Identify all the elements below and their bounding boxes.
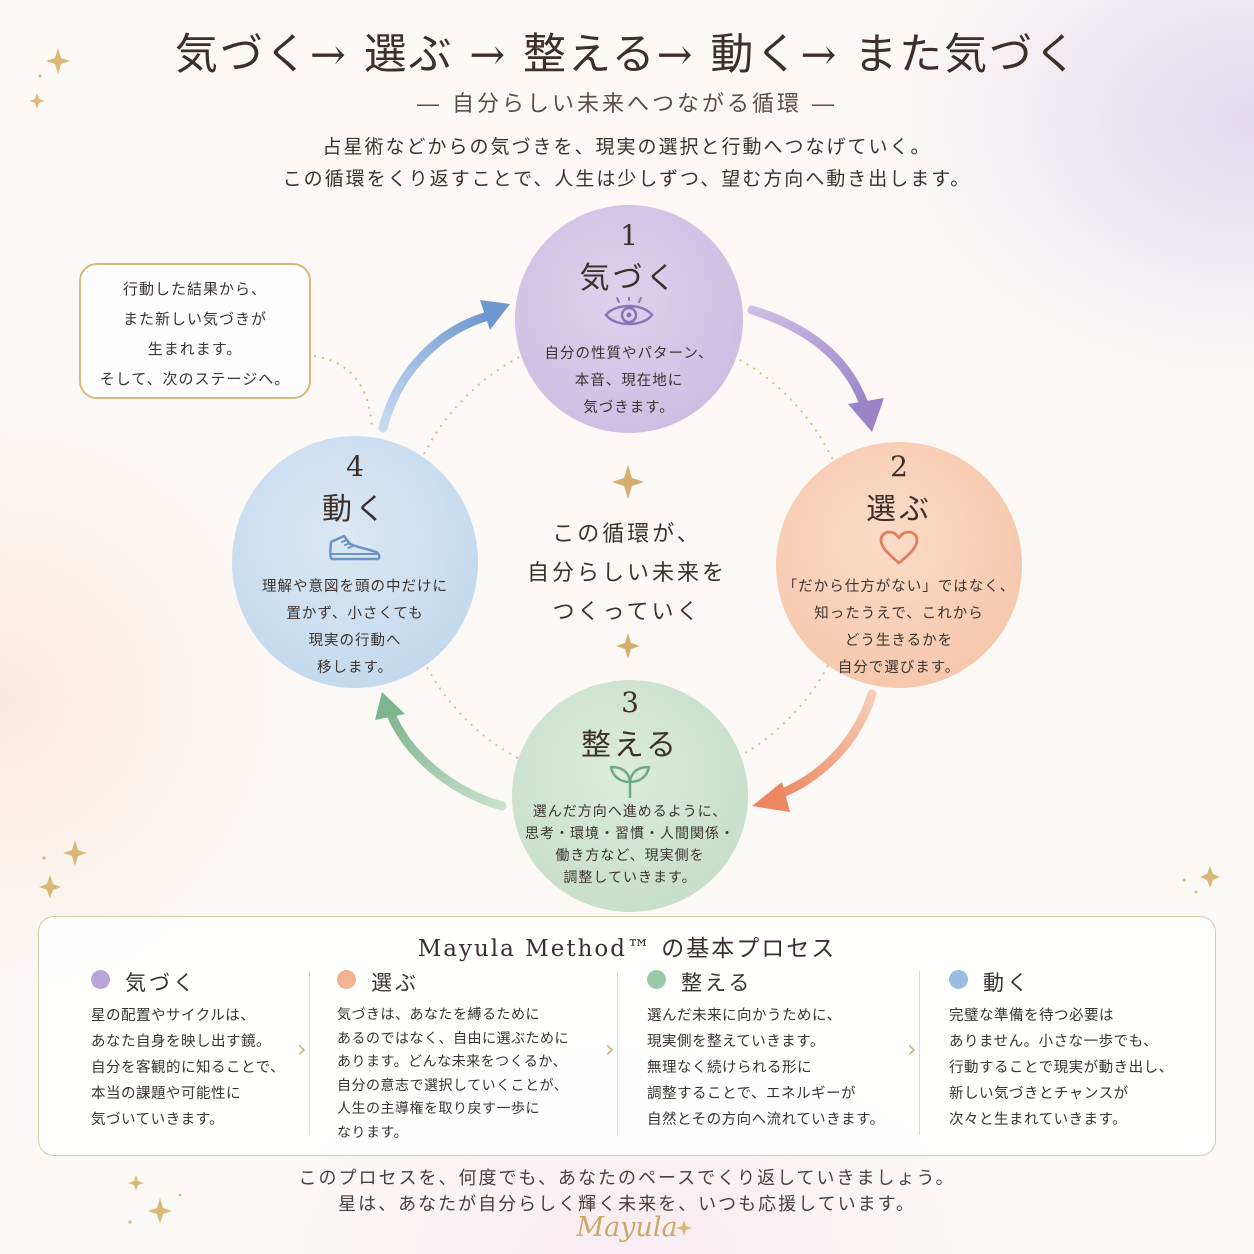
intro-line-2: この循環をくり返すことで、人生は少しずつ、望む方向へ動き出します。 [282,168,972,190]
page-subtitle: ― 自分らしい未来へつながる循環 ― [417,92,837,117]
text-line: 調整することで、エネルギーが [647,1086,856,1102]
text-line: ありません。小さな一歩でも、 [949,1034,1159,1050]
desc-line: 移します。 [316,660,394,676]
note-line: また新しい気づきが [122,311,267,328]
footer-line-2: 星は、あなたが自分らしく輝く未来を、いつも応援しています。 [338,1194,916,1215]
intro-line-1: 占星術などからの気づきを、現実の選択と行動へつなげていく。 [322,136,932,158]
eye-icon [603,295,655,335]
step-number: 2 [890,450,908,483]
text-line: 完璧な準備を待つ必要は [949,1008,1114,1024]
text-line: 次々と生まれていきます。 [949,1112,1128,1128]
arrow-4-to-1 [378,300,510,433]
step-number: 3 [621,686,639,719]
text-line: あるのではなく、自由に選ぶために [337,1029,569,1046]
text-line: 行動することで現実が動き出し、 [949,1060,1174,1076]
desc-line: 知ったうえで、これから [814,606,984,622]
text-line: なります。 [337,1123,409,1140]
text-line: 気づきは、あなたを縛るために [337,1006,540,1022]
method-process-box: Mayula Method™ の基本プロセス 気づく 星の配置やサイクルは、 あ… [38,916,1216,1156]
process-text: 星の配置やサイクルは、 あなた自身を映し出す鏡。 自分を客観的に知ることで、 本… [91,1003,285,1133]
process-text: 気づきは、あなたを縛るために あるのではなく、自由に選ぶために あります。どんな… [337,1003,569,1144]
step-title: 気づく [579,261,679,296]
center-message-line: 自分らしい未来を [526,561,727,586]
dot-icon [91,970,110,989]
step-title: 整える [580,728,680,763]
desc-line: 選んだ方向へ進めるように、 [532,803,728,819]
chevron-right-icon: › [297,1035,307,1063]
desc-line: 本音、現在地に [574,373,684,389]
feedback-note-box: 行動した結果から、 また新しい気づきが 生まれます。 そして、次のステージへ。 [79,263,311,399]
step-circle-choose: 2 選ぶ 「だから仕方がない」ではなく、 知ったうえで、これから どう生きるかを… [776,442,1022,688]
center-message-line: この循環が、 [552,522,702,547]
process-text: 選んだ未来に向かうために、 現実側を整えていきます。 無理なく続けられる形に 調… [647,1003,885,1133]
step-title: 動く [322,492,388,527]
process-text: 完璧な準備を待つ必要は ありません。小さな一歩でも、 行動することで現実が動き出… [949,1003,1174,1133]
corner-sparkles [29,48,1220,1236]
arrow-2-to-3 [752,689,877,812]
desc-line: 調整していきます。 [563,869,697,885]
heart-icon [879,530,919,570]
sneaker-icon [328,532,382,568]
desc-line: 理解や意図を頭の中だけに [262,579,448,595]
step-circle-adjust: 3 整える 選んだ方向へ進めるように、 思考・環境・習慣・人間関係・ 働き方など… [512,680,748,912]
step-description: 選んだ方向へ進めるように、 思考・環境・習慣・人間関係・ 働き方など、現実側を … [512,800,748,888]
text-line: 気づいていきます。 [91,1112,225,1128]
text-line: 本当の課題や可能性に [91,1086,241,1102]
text-line: あります。どんな未来をつくるか、 [337,1053,568,1069]
step-circle-notice: 1 気づく 自分の性質やパターン、 本音、現在地に 気づきます。 [515,205,743,433]
text-line: 無理なく続けられる形に [647,1060,812,1076]
text-line: 現実側を整えていきます。 [647,1034,825,1050]
center-message-line: つくっていく [552,600,702,625]
process-title: Mayula Method™ の基本プロセス [417,936,837,962]
desc-line: 現実の行動へ [308,633,402,649]
step-number: 4 [346,450,364,483]
text-line: 星の配置やサイクルは、 [91,1008,256,1024]
footer-line-1: このプロセスを、何度でも、あなたのペースでくり返していきましょう。 [298,1168,956,1189]
desc-line: 置かず、小さくても [286,606,424,622]
step-description: 「だから仕方がない」ではなく、 知ったうえで、これから どう生きるかを 自分で選… [776,574,1022,682]
dot-icon [337,970,356,989]
step-description: 理解や意図を頭の中だけに 置かず、小さくても 現実の行動へ 移します。 [232,574,478,682]
step-number: 1 [620,219,638,252]
arrow-1-to-2 [747,305,884,432]
note-line: 行動した結果から、 [122,281,267,298]
text-line: 自分の意志で選択していくことが、 [337,1076,569,1093]
process-heading: 選ぶ [371,971,419,995]
column-divider [919,971,920,1135]
page-title: 気づく→ 選ぶ → 整える→ 動く→ また気づく [174,30,1080,80]
step-description: 自分の性質やパターン、 本音、現在地に 気づきます。 [515,341,743,422]
process-heading: 整える [681,971,753,995]
chevron-right-icon: › [605,1035,615,1063]
dot-icon [949,970,968,989]
note-line: 生まれます。 [147,341,243,358]
desc-line: 自分の性質やパターン、 [544,346,714,362]
note-line: そして、次のステージへ。 [99,371,291,388]
arrow-3-to-4 [375,692,507,811]
text-line: 人生の主導権を取り戻す一歩に [337,1100,540,1116]
process-heading: 気づく [125,971,197,995]
text-line: 新しい気づきとチャンスが [949,1086,1129,1102]
text-line: 自然とその方向へ流れていきます。 [647,1112,885,1128]
sprout-icon [608,764,652,802]
step-title: 選ぶ [866,492,932,527]
signature-logo: Mayula [576,1212,678,1243]
process-heading: 動く [983,971,1031,995]
desc-line: 思考・環境・習慣・人間関係・ [525,825,735,841]
text-line: あなた自身を映し出す鏡。 [91,1034,271,1050]
text-line: 自分を客観的に知ることで、 [91,1060,285,1076]
desc-line: 働き方など、現実側を [555,847,705,863]
step-circle-act: 4 動く 理解や意図を頭の中だけに 置かず、小さくても 現実の行動へ 移します。 [232,436,478,688]
center-sparkles [612,465,644,659]
column-divider [617,971,618,1135]
column-divider [309,971,310,1135]
desc-line: 自分で選びます。 [837,660,961,676]
desc-line: どう生きるかを [844,633,954,649]
note-connector-line [313,355,373,431]
dot-icon [647,970,666,989]
chevron-right-icon: › [907,1035,917,1063]
desc-line: 「だから仕方がない」ではなく、 [782,579,1016,595]
desc-line: 気づきます。 [583,400,675,416]
text-line: 選んだ未来に向かうために、 [647,1008,842,1024]
